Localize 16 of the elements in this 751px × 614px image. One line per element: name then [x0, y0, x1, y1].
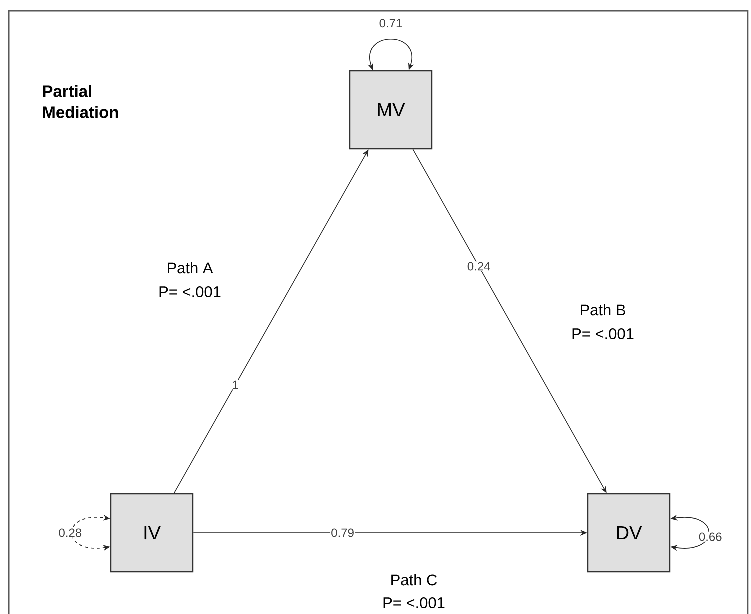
path-label: Path C [392, 574, 438, 586]
path-label: P= <.001 [384, 598, 445, 608]
path-label: P= <.001 [160, 286, 221, 298]
edge-label: 1 [233, 380, 238, 390]
edge-label: 0.24 [468, 262, 490, 271]
edge-label: 0.66 [699, 532, 722, 542]
variable-box: IV [110, 493, 194, 573]
path-label: Path A [168, 262, 214, 274]
title: Partial Mediation [43, 85, 118, 118]
edge-label: 0.28 [59, 528, 82, 538]
edge-label: 0.79 [332, 528, 354, 538]
variable-box: DV [587, 493, 671, 573]
path-label: Path B [581, 304, 626, 316]
variable-box: MV [349, 70, 433, 150]
path-label: P= <.001 [572, 328, 634, 340]
edge-label: 0.71 [380, 19, 402, 28]
